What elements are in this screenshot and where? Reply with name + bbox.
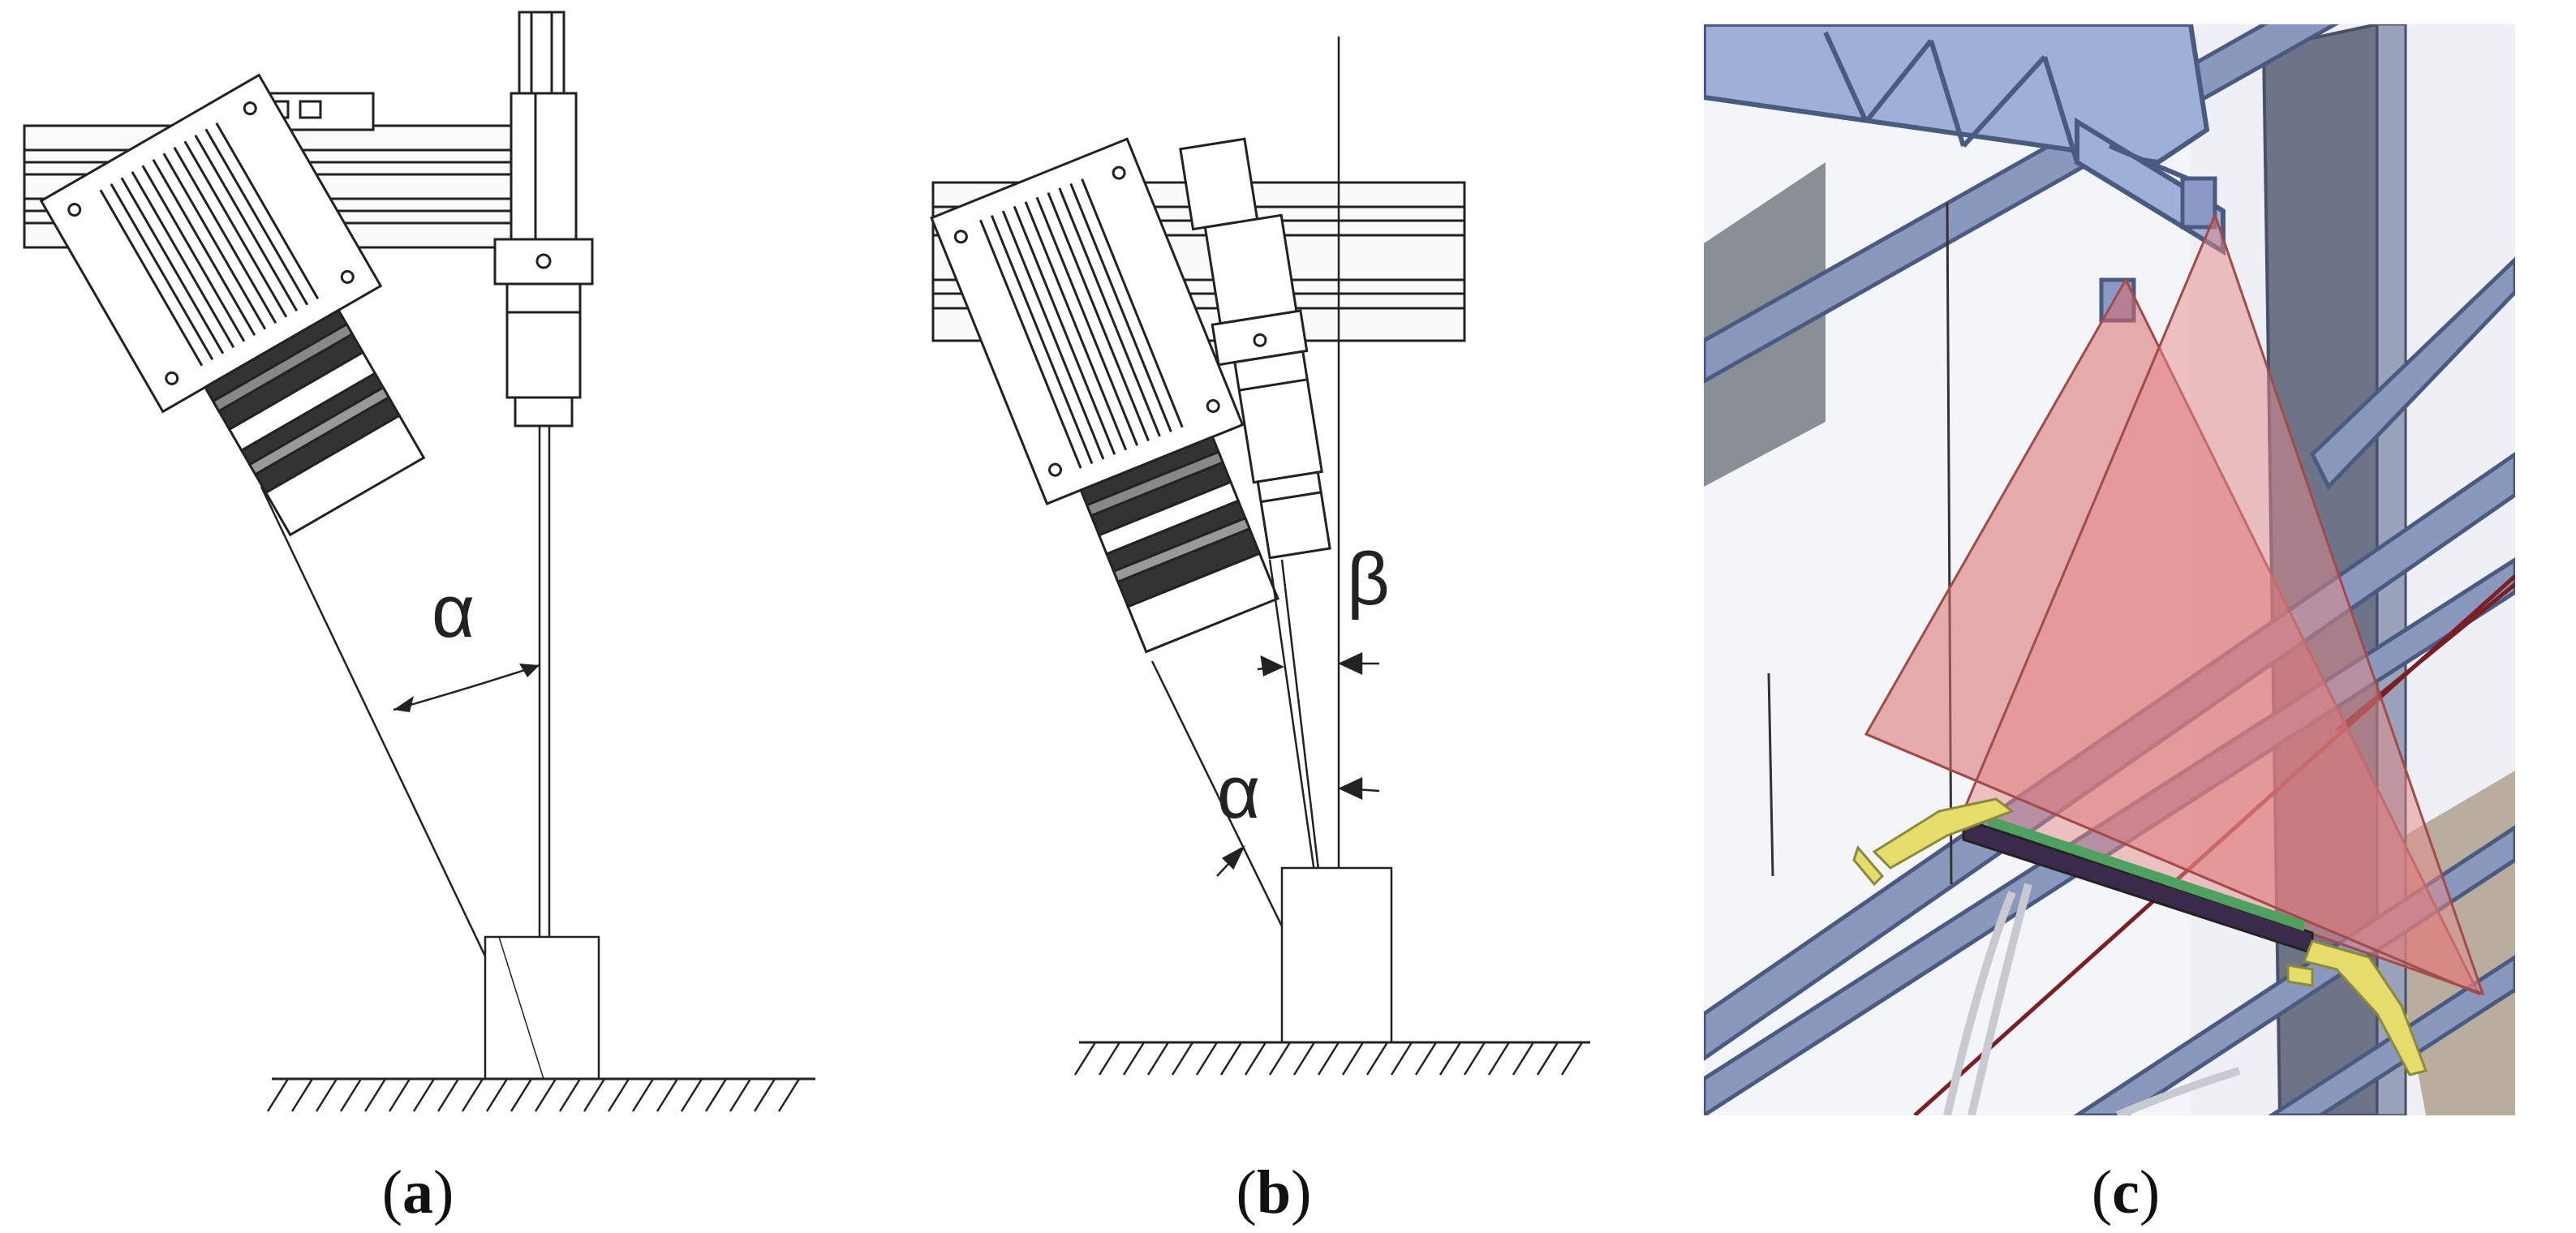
caption-paren-open: ( xyxy=(2092,1158,2112,1227)
target-object-a xyxy=(484,935,600,1080)
caption-paren-close: ) xyxy=(1291,1158,1311,1227)
caption-paren-close: ) xyxy=(433,1158,454,1227)
ground-b xyxy=(1073,1041,1590,1076)
tilted-camera-a xyxy=(39,73,426,537)
panel-b: β α xyxy=(930,37,1590,1227)
angle-arc-a xyxy=(393,664,540,711)
caption-b: (b) xyxy=(1236,1158,1312,1227)
arrow-head-icon xyxy=(1338,652,1363,675)
arrow-head-icon xyxy=(1338,777,1363,800)
arrow-head-icon xyxy=(519,664,540,677)
caption-paren-close: ) xyxy=(2139,1158,2160,1227)
target-guide-a xyxy=(498,936,544,1080)
arrow-head-icon xyxy=(393,696,414,712)
caption-letter-b: b xyxy=(1257,1158,1291,1227)
caption-a: (a) xyxy=(382,1158,454,1227)
beta-dimension-b xyxy=(1257,652,1379,677)
tilted-sensor-b xyxy=(1179,137,1331,560)
caption-c: (c) xyxy=(2092,1158,2160,1227)
ground-a xyxy=(266,1077,815,1112)
angle-label-alpha-b: α xyxy=(1217,751,1260,834)
angle-label-beta-b: β xyxy=(1347,538,1390,621)
arrow-head-icon xyxy=(1221,845,1245,870)
vertical-sensor-a xyxy=(493,11,594,427)
arrow-head-icon xyxy=(1260,655,1284,677)
target-object-b xyxy=(1280,866,1393,1044)
caption-paren-open: ( xyxy=(1236,1158,1257,1227)
panel-c: (c) xyxy=(1704,24,2515,1227)
caption-letter-a: a xyxy=(402,1158,433,1227)
caption-letter-c: c xyxy=(2112,1158,2139,1227)
yellow-brackets-c xyxy=(1852,797,2428,1076)
angle-label-alpha-a: α xyxy=(432,570,475,653)
alpha-dimension-b xyxy=(1216,777,1380,877)
guide-cables-c xyxy=(1943,883,2241,1115)
caption-paren-open: ( xyxy=(382,1158,402,1227)
scan-plane-edge-c xyxy=(1865,732,2479,995)
panel-a: α xyxy=(23,11,815,1227)
tilted-camera-b xyxy=(930,137,1279,654)
